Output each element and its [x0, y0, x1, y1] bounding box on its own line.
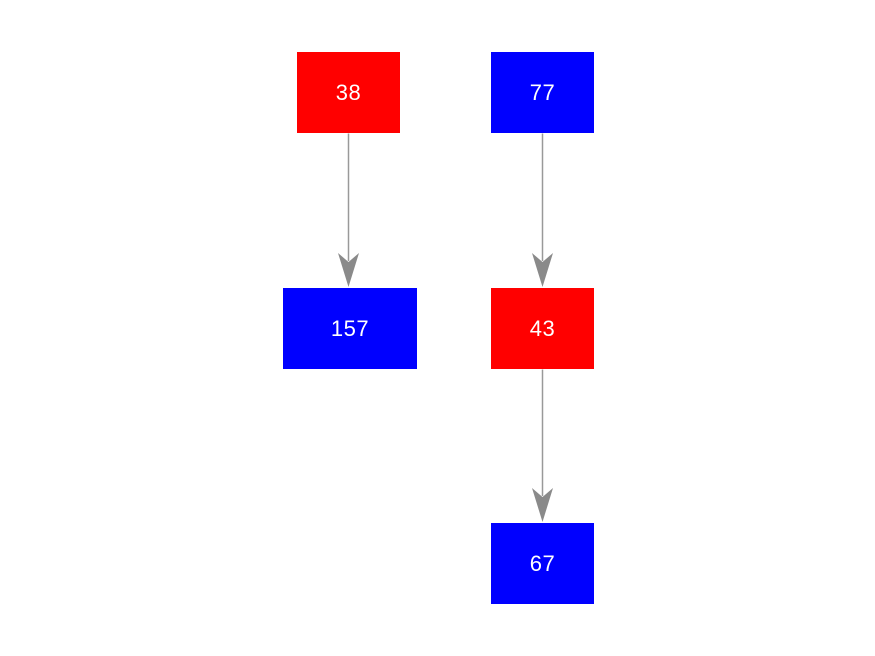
- node-157: 157: [283, 288, 417, 369]
- edge-43-67: [532, 369, 553, 522]
- edge-77-43: [532, 133, 553, 287]
- node-label: 38: [335, 79, 362, 105]
- node-67: 67: [491, 523, 594, 604]
- node-38: 38: [297, 52, 400, 133]
- arrowhead-icon: [532, 488, 553, 522]
- arrowhead-icon: [338, 253, 359, 287]
- node-43: 43: [491, 288, 594, 369]
- node-label: 43: [529, 315, 556, 341]
- node-label: 77: [529, 79, 556, 105]
- edge-38-157: [338, 133, 359, 287]
- node-label: 67: [529, 550, 556, 576]
- node-77: 77: [491, 52, 594, 133]
- node-label: 157: [330, 315, 370, 341]
- arrowhead-icon: [532, 253, 553, 287]
